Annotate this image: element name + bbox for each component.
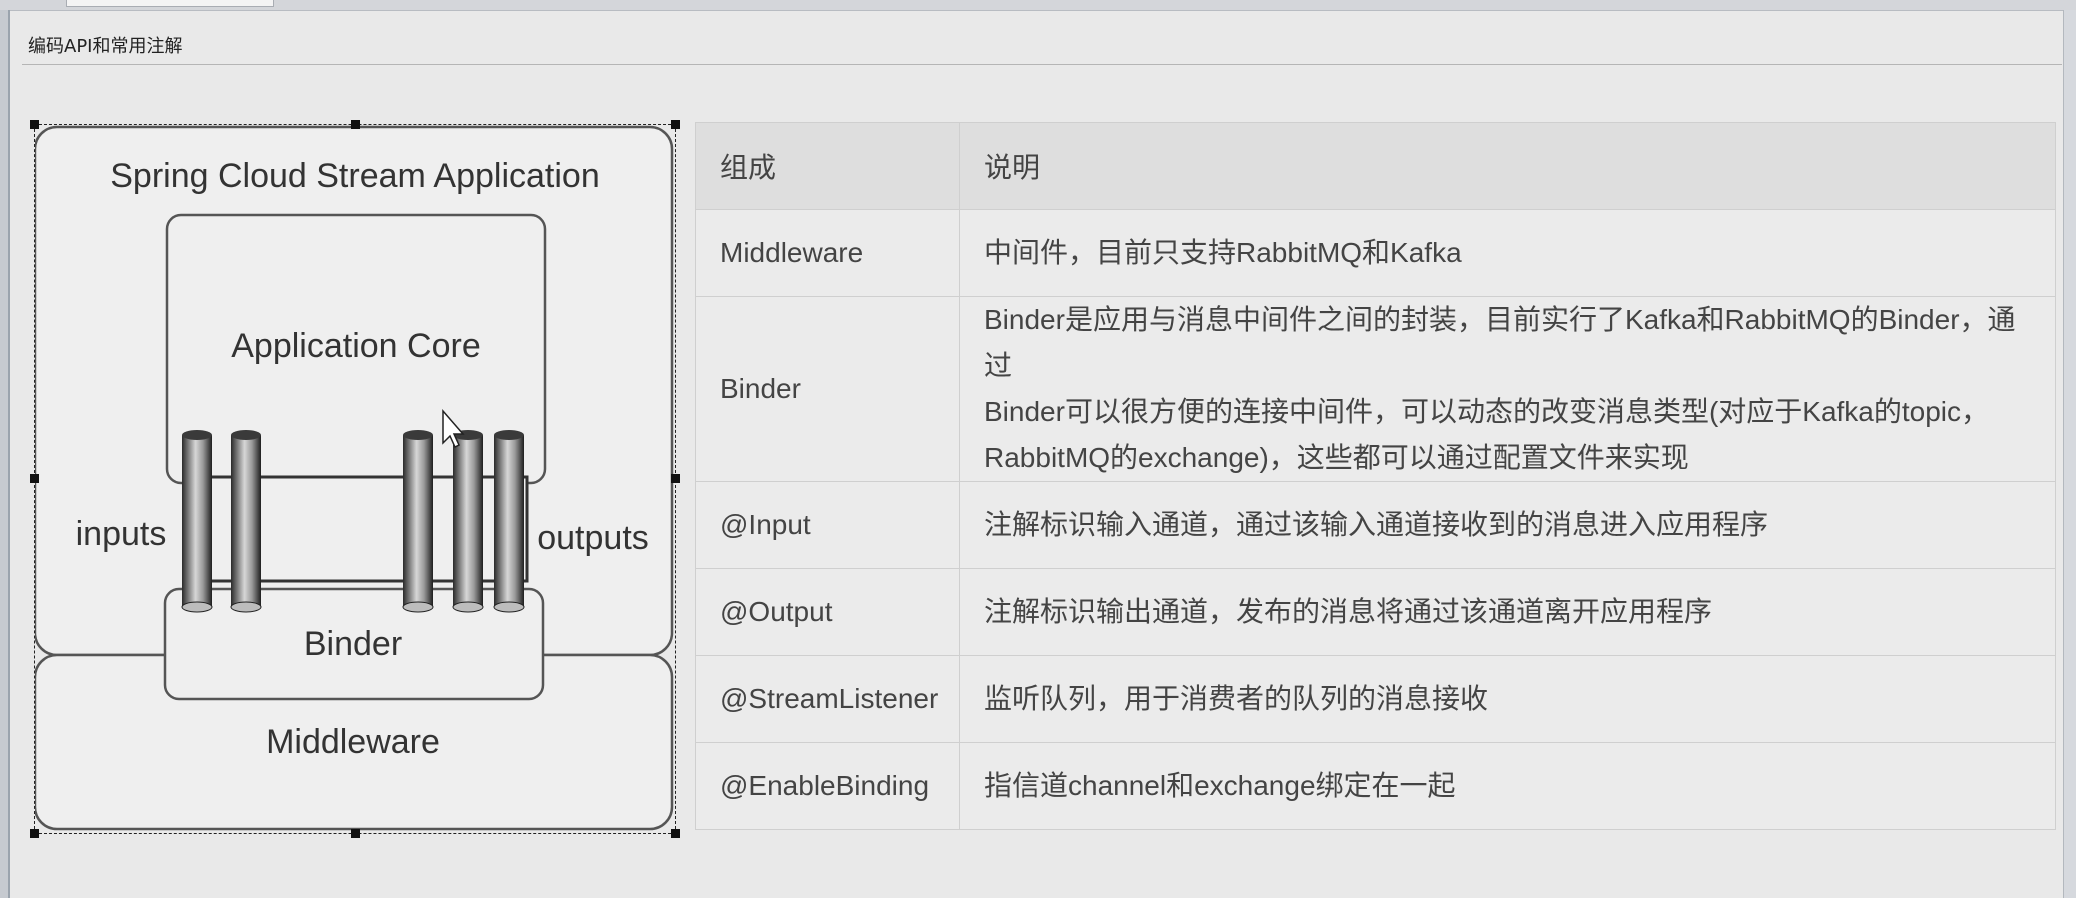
row-description: 中间件，目前只支持RabbitMQ和Kafka (959, 209, 2056, 297)
row-description-line: Binder是应用与消息中间件之间的封装，目前实行了Kafka和RabbitMQ… (984, 304, 2016, 381)
resize-handle-bottom-center[interactable] (351, 829, 360, 838)
header-description: 说明 (959, 122, 2056, 210)
input-channel-cylinder-top (182, 430, 212, 440)
outer-app-label: Spring Cloud Stream Application (110, 157, 600, 195)
resize-handle-bottom-left[interactable] (30, 829, 39, 838)
row-description-line: 注解标识输入通道，通过该输入通道接收到的消息进入应用程序 (984, 509, 1769, 540)
inputs-label: inputs (76, 515, 167, 553)
row-name: @StreamListener (695, 655, 960, 743)
architecture-diagram-image[interactable]: Spring Cloud Stream Application Applicat… (30, 120, 680, 838)
channel-cylinders (181, 430, 525, 613)
output-channel-cylinder (494, 435, 524, 607)
output-channel-cylinder (403, 435, 433, 607)
output-channel-cylinder-base (402, 601, 434, 613)
middleware-label: Middleware (266, 723, 440, 761)
resize-handle-bottom-right[interactable] (671, 829, 680, 838)
row-name: @Output (695, 568, 960, 656)
row-description-line: Binder可以很方便的连接中间件，可以动态的改变消息类型(对应于Kafka的t… (984, 396, 1990, 427)
row-description: 指信道channel和exchange绑定在一起 (959, 742, 2056, 830)
table-row: Middleware 中间件，目前只支持RabbitMQ和Kafka (695, 209, 2056, 297)
resize-handle-top-right[interactable] (671, 120, 680, 129)
mouse-cursor-icon (442, 408, 465, 449)
resize-handle-top-left[interactable] (30, 120, 39, 129)
row-description-line: 注解标识输出通道，发布的消息将通过该通道离开应用程序 (984, 596, 1713, 627)
output-channel-cylinder-base (452, 601, 484, 613)
tab-stub[interactable] (66, 0, 274, 7)
input-channel-cylinder-top (231, 430, 261, 440)
table-row: @StreamListener 监听队列，用于消费者的队列的消息接收 (695, 655, 2056, 743)
table-row: @EnableBinding 指信道channel和exchange绑定在一起 (695, 742, 2056, 830)
row-description-line: 指信道channel和exchange绑定在一起 (984, 770, 1456, 801)
row-description-line: 中间件，目前只支持RabbitMQ和Kafka (984, 237, 1462, 268)
row-description: 注解标识输入通道，通过该输入通道接收到的消息进入应用程序 (959, 481, 2056, 569)
right-scrollbar[interactable] (2063, 10, 2076, 898)
row-name: @EnableBinding (695, 742, 960, 830)
api-annotations-table: 组成 说明 Middleware 中间件，目前只支持RabbitMQ和Kafka… (695, 122, 2056, 830)
table-header-row: 组成 说明 (695, 122, 2056, 210)
input-channel-cylinder (231, 435, 261, 607)
output-channel-cylinder (453, 435, 483, 607)
row-name: Middleware (695, 209, 960, 297)
row-description-line: RabbitMQ的exchange)，这些都可以通过配置文件来实现 (984, 442, 1689, 473)
input-channel-cylinder-base (181, 601, 213, 613)
row-name: @Input (695, 481, 960, 569)
binder-box (163, 587, 545, 701)
architecture-diagram-svg: Spring Cloud Stream Application Applicat… (35, 125, 674, 831)
row-name: Binder (695, 296, 960, 482)
resize-handle-middle-left[interactable] (30, 474, 39, 483)
output-channel-cylinder-top (494, 430, 524, 440)
input-channel-cylinder-base (230, 601, 262, 613)
output-channel-cylinder-top (403, 430, 433, 440)
application-core-label: Application Core (231, 327, 480, 365)
header-component: 组成 (695, 122, 960, 210)
resize-handle-middle-right[interactable] (671, 474, 680, 483)
output-channel-cylinder-base (493, 601, 525, 613)
window-top-bar (0, 0, 2076, 11)
table-row: @Output 注解标识输出通道，发布的消息将通过该通道离开应用程序 (695, 568, 2056, 656)
left-window-border (0, 10, 10, 898)
row-description: 注解标识输出通道，发布的消息将通过该通道离开应用程序 (959, 568, 2056, 656)
resize-handle-top-center[interactable] (351, 120, 360, 129)
title-divider (22, 64, 2062, 65)
row-description: 监听队列，用于消费者的队列的消息接收 (959, 655, 2056, 743)
table-row: Binder Binder是应用与消息中间件之间的封装，目前实行了Kafka和R… (695, 296, 2056, 482)
table-row: @Input 注解标识输入通道，通过该输入通道接收到的消息进入应用程序 (695, 481, 2056, 569)
outputs-label: outputs (537, 519, 649, 557)
row-description-line: 监听队列，用于消费者的队列的消息接收 (984, 683, 1489, 714)
page-title: 编码API和常用注解 (28, 36, 183, 57)
row-description: Binder是应用与消息中间件之间的封装，目前实行了Kafka和RabbitMQ… (959, 296, 2056, 482)
input-channel-cylinder (182, 435, 212, 607)
binder-label: Binder (304, 625, 402, 663)
